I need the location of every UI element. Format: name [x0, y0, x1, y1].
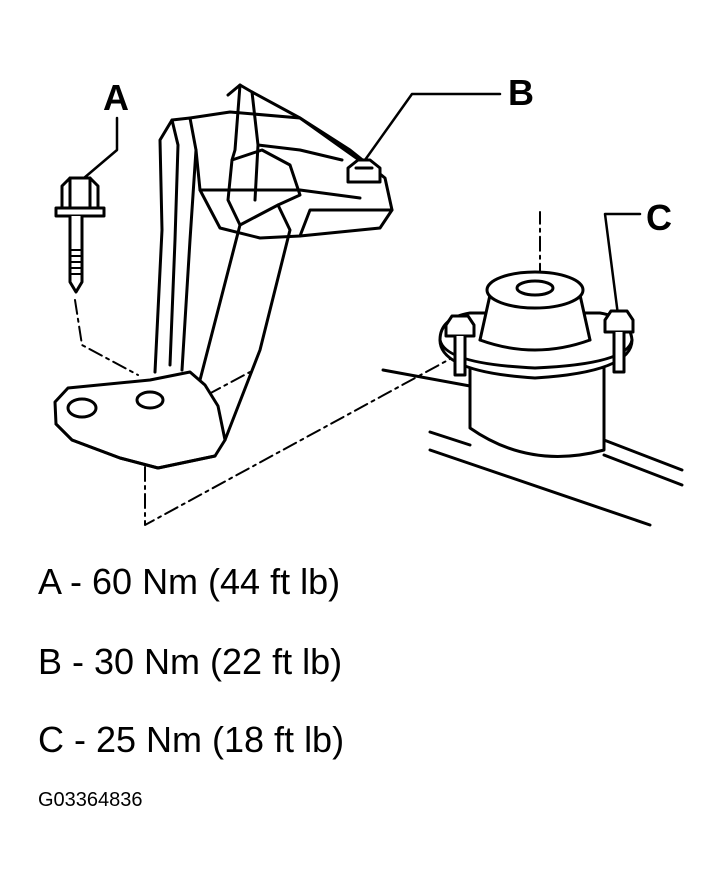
callout-b-label: B: [508, 72, 534, 113]
bolt-a-icon: [54, 176, 106, 294]
engine-mount-c-icon: [381, 270, 684, 527]
callout-a-label: A: [103, 77, 129, 118]
engine-mount-diagram: [53, 83, 684, 527]
engine-bracket-icon: [53, 83, 394, 470]
callout-c-label: C: [646, 197, 672, 238]
leader-lines: [82, 92, 642, 317]
torque-spec-a: A - 60 Nm (44 ft lb): [38, 561, 341, 602]
alignment-lines: [74, 211, 541, 526]
torque-spec-c: C - 25 Nm (18 ft lb): [38, 719, 345, 760]
torque-spec-b: B - 30 Nm (22 ft lb): [38, 641, 343, 682]
figure-id: G03364836: [38, 789, 143, 811]
